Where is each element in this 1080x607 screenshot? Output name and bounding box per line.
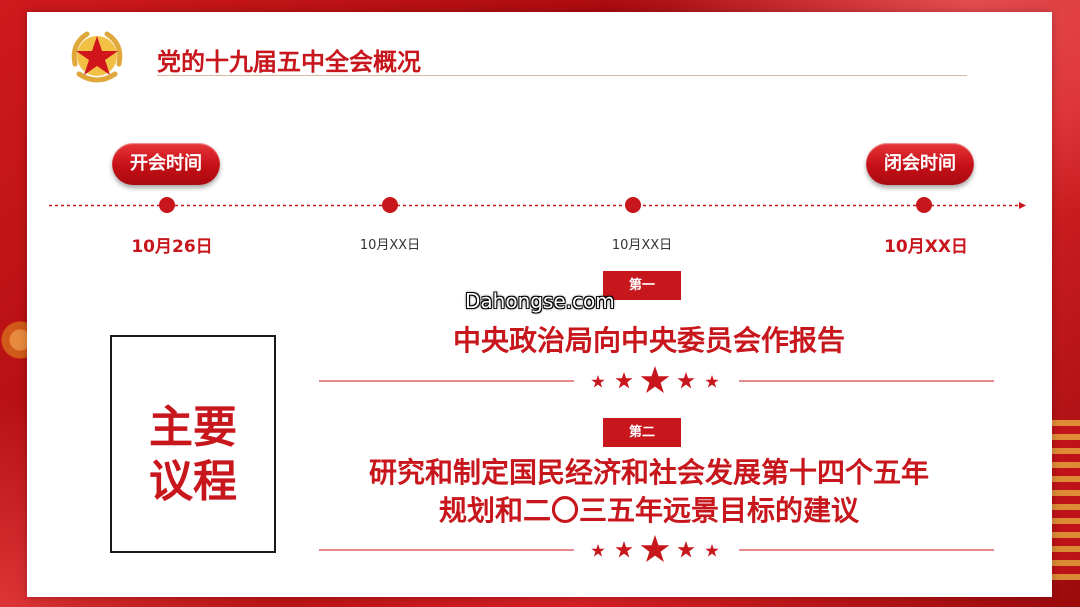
star-icon [591,544,605,557]
meeting-start-pill: 开会时间 [112,143,220,185]
star-icon [640,366,670,393]
star-emblem-icon [71,31,123,83]
star-icon [677,541,695,558]
agenda-title: 主要 议程 [112,401,274,509]
agenda-box: 主要 议程 [110,335,276,553]
star-icon [705,544,719,557]
star-icon [615,541,633,558]
page-title: 党的十九届五中全会概况 [157,48,421,76]
star-divider [319,366,994,393]
timeline-nodes [159,197,932,213]
timeline-axis [49,202,1026,209]
title-underline [157,75,967,76]
agenda-item-tag: 第二 [603,418,681,447]
agenda-item-line: 中央政治局向中央委员会作报告 [452,324,845,357]
agenda-item-line: 研究和制定国民经济和社会发展第十四个五年 [368,456,929,489]
agenda-item-text: 研究和制定国民经济和社会发展第十四个五年 规划和二〇三五年远景目标的建议 [319,454,979,530]
agenda-item-line: 规划和二〇三五年远景目标的建议 [438,494,859,527]
star-divider [319,535,994,562]
agenda-item-tag: 第一 [603,271,681,300]
timeline-node [625,197,641,213]
agenda-title-line: 议程 [149,456,237,507]
timeline-date: 10月XX日 [359,238,421,253]
timeline-node [382,197,398,213]
timeline-date: 10月XX日 [884,237,968,257]
meeting-end-pill: 闭会时间 [866,143,974,185]
timeline-date: 10月26日 [131,237,213,257]
star-icon [640,535,670,562]
star-icon [677,372,695,389]
watermark: Dahongse.com [465,289,615,313]
timeline-node [916,197,932,213]
star-icon [705,375,719,388]
timeline-node [159,197,175,213]
agenda-title-line: 主要 [149,402,237,453]
agenda-item-text: 中央政治局向中央委员会作报告 [319,319,979,359]
star-icon [591,375,605,388]
slide-card: 党的十九届五中全会概况 开会时间 闭会时间 10月26日 10月XX日 10月X… [27,12,1052,597]
timeline-date: 10月XX日 [611,238,673,253]
star-icon [615,372,633,389]
